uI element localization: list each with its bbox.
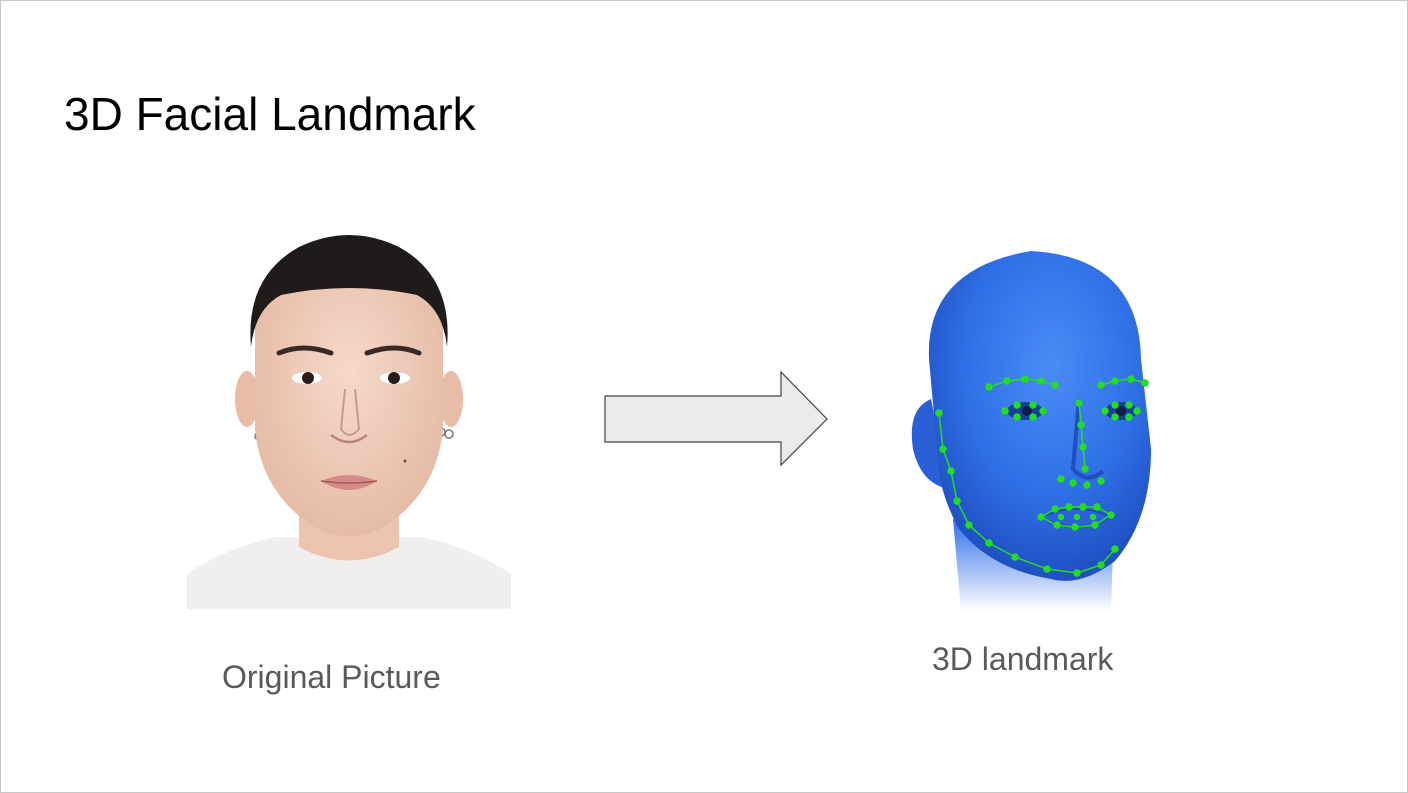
slide-title: 3D Facial Landmark: [64, 88, 476, 140]
3d-landmark-head: [911, 251, 1151, 611]
3d-landmark-caption: 3D landmark: [932, 641, 1114, 677]
original-picture-caption: Original Picture: [222, 659, 441, 695]
original-face-photo: [187, 229, 511, 609]
right-arrow-icon: [604, 370, 828, 467]
